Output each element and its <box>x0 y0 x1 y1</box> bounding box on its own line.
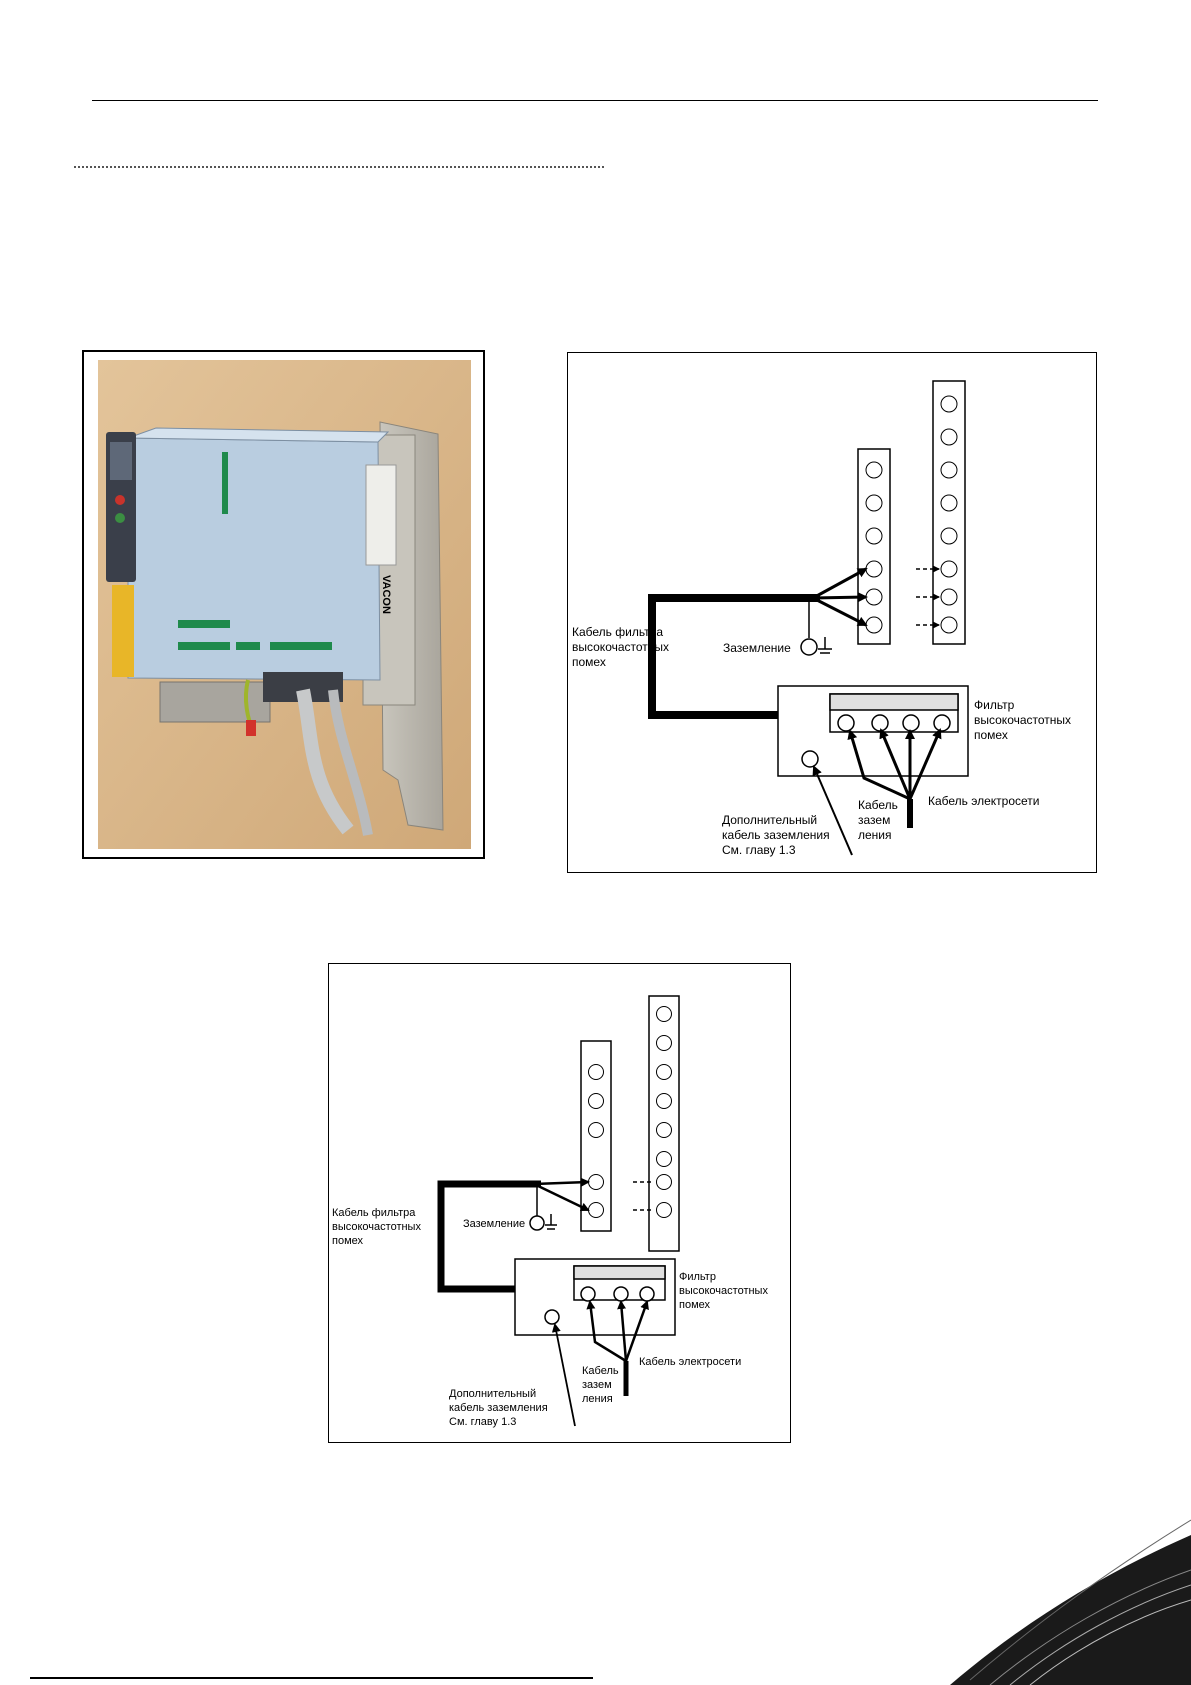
filter-terminal <box>639 1286 655 1302</box>
power-terminal <box>588 1174 604 1190</box>
filter-terminal <box>933 714 951 732</box>
extra-ground-terminal <box>801 750 819 768</box>
control-terminal <box>656 1006 672 1022</box>
power-terminal <box>865 588 883 606</box>
control-terminal <box>656 1202 672 1218</box>
extra-ground-arrow <box>812 765 853 856</box>
control-terminal <box>940 588 958 606</box>
ground-terminal <box>529 1215 545 1231</box>
power-terminal <box>865 527 883 545</box>
drive-photo-frame: VACON <box>82 350 485 859</box>
mains-cable-label: Кабель электросети <box>639 1356 741 1368</box>
filter-cable-label: Кабель фильтра высокочастотных помех <box>332 1207 424 1247</box>
power-terminal <box>865 461 883 479</box>
ground-label: Заземление <box>463 1218 525 1230</box>
filter-connection-arrow <box>533 1177 590 1187</box>
mains-arrow <box>879 728 912 800</box>
control-terminal <box>940 395 958 413</box>
ground-cable-label: Кабель зазем ления <box>582 1365 622 1405</box>
filter-cable <box>328 689 373 836</box>
control-terminal <box>940 560 958 578</box>
footer-rule <box>30 1677 593 1679</box>
power-terminal <box>588 1093 604 1109</box>
power-terminal <box>865 494 883 512</box>
ground-bracket <box>159 681 271 723</box>
mains-arrow <box>908 728 942 800</box>
ground-icon <box>818 637 832 654</box>
keypad-yellow-strip <box>112 585 134 677</box>
control-terminal <box>656 1035 672 1051</box>
rfi-filter-terminal-header <box>829 693 959 711</box>
ground-terminal <box>800 638 818 656</box>
filter-label <box>365 464 397 566</box>
extra-ground-label: Дополнительный кабель заземления См. гла… <box>449 1388 551 1428</box>
filter-connection-arrow <box>812 596 868 627</box>
control-terminal <box>940 428 958 446</box>
terminal-block-1 <box>178 620 230 628</box>
control-terminal <box>940 616 958 634</box>
ground-cable-arrow <box>586 1300 627 1363</box>
rfi-filter-label: Фильтр высокочастотных помех <box>974 698 1074 742</box>
mains-cable <box>296 688 354 835</box>
keypad-display <box>110 442 132 480</box>
wiring-diagram-3-phase-svg: Заземление Кабель фильтра высокочастотны… <box>572 380 1074 857</box>
filter-cable-label: Кабель фильтра высокочастотных помех <box>572 625 672 669</box>
control-terminal <box>656 1151 672 1167</box>
power-terminal <box>588 1202 604 1218</box>
extra-ground-terminal <box>544 1309 560 1325</box>
ground-label: Заземление <box>723 641 791 655</box>
control-terminal <box>940 527 958 545</box>
terminal-block-4 <box>270 642 332 650</box>
filter-cable-line <box>648 594 820 719</box>
control-terminal <box>940 494 958 512</box>
power-terminal <box>588 1064 604 1080</box>
power-terminal <box>865 616 883 634</box>
drive-photo: VACON <box>98 360 471 849</box>
header-rule <box>92 100 1098 101</box>
rfi-filter-terminal-header <box>573 1265 666 1280</box>
mains-arrow <box>624 1300 649 1362</box>
control-terminal <box>656 1064 672 1080</box>
terminal-block-2 <box>178 642 230 650</box>
power-terminal <box>588 1122 604 1138</box>
mains-arrow <box>617 1300 628 1362</box>
filter-cable-line <box>437 1180 541 1293</box>
red-terminal <box>246 720 256 736</box>
terminal-block-3 <box>236 642 260 650</box>
power-terminal <box>865 560 883 578</box>
wiring-diagram-1-phase: Заземление Кабель фильтра высокочастотны… <box>328 963 791 1443</box>
filter-connection-arrow <box>533 1182 590 1212</box>
filter-terminal <box>580 1286 596 1302</box>
status-led-strip <box>222 452 228 514</box>
filter-terminal <box>837 714 855 732</box>
filter-connection-arrow <box>812 592 868 603</box>
wiring-diagram-1-phase-svg: Заземление Кабель фильтра высокочастотны… <box>332 995 771 1428</box>
mains-cable-label: Кабель электросети <box>928 794 1040 808</box>
filter-terminal <box>902 714 920 732</box>
ground-icon <box>545 1214 557 1230</box>
control-terminal <box>656 1122 672 1138</box>
control-terminal <box>656 1174 672 1190</box>
corner-swoosh-decoration <box>950 1519 1191 1685</box>
keypad-button-green <box>115 513 125 523</box>
ground-cable-label: Кабель зазем ления <box>858 798 901 842</box>
wiring-diagram-3-phase: Заземление Кабель фильтра высокочастотны… <box>567 352 1097 873</box>
control-terminal <box>656 1093 672 1109</box>
ground-cable-arrow <box>847 729 911 801</box>
filter-terminal <box>613 1286 629 1302</box>
rfi-filter-label: Фильтр высокочастотных помех <box>679 1271 771 1311</box>
section-dotted-rule <box>74 166 604 168</box>
drive-top <box>127 427 390 443</box>
extra-ground-label: Дополнительный кабель заземления См. гла… <box>722 813 833 857</box>
filter-connection-arrow <box>812 567 868 600</box>
control-terminal <box>940 461 958 479</box>
filter-terminal <box>871 714 889 732</box>
keypad-button-red <box>115 495 125 505</box>
power-terminal-strip <box>857 448 891 645</box>
brand-logo: VACON <box>380 575 392 614</box>
extra-ground-arrow <box>551 1323 576 1427</box>
